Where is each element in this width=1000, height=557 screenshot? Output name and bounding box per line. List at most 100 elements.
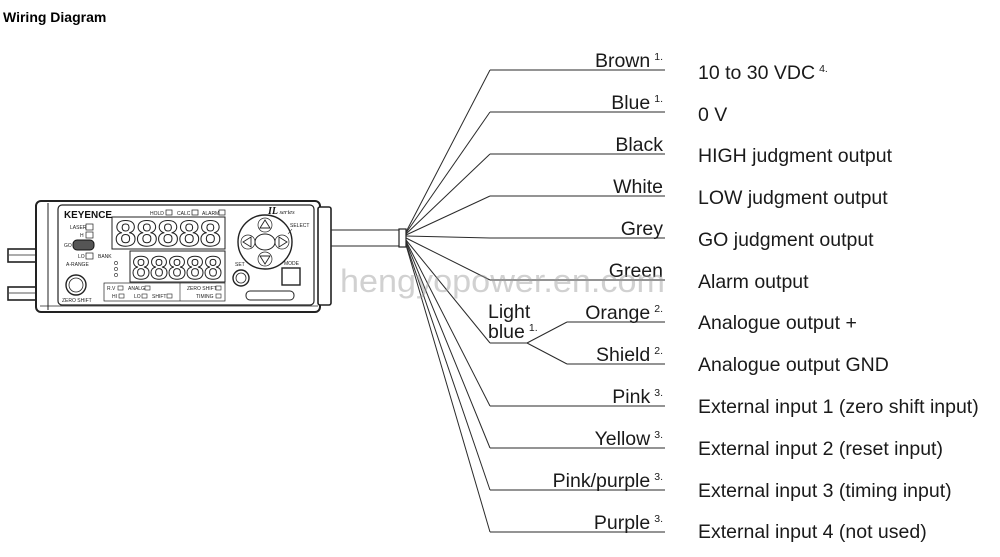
wire-lead bbox=[405, 243, 491, 491]
front-panel bbox=[57, 204, 315, 306]
footnote-ref: 3. bbox=[654, 387, 663, 399]
go-label: GO bbox=[64, 243, 72, 249]
footnote-ref: 1. bbox=[529, 322, 538, 334]
wire-color-name: Pink/purple bbox=[553, 470, 651, 492]
high-indicator bbox=[85, 231, 94, 239]
wire-function-label: Analogue output + bbox=[698, 312, 857, 334]
main-display-digits: 88888 bbox=[115, 213, 221, 254]
alarm-label: ALARM bbox=[202, 211, 219, 217]
wire-function-label: External input 3 (timing input) bbox=[698, 480, 952, 502]
mode-button-label: MODE bbox=[284, 261, 300, 267]
direction-pad bbox=[237, 214, 293, 270]
down-arrow-icon bbox=[259, 255, 271, 265]
zero-shift-indicator bbox=[215, 285, 222, 291]
bank-indicator bbox=[114, 267, 118, 271]
zero-shift-button-label: ZERO SHIFT bbox=[62, 298, 92, 304]
wire-function-label: External input 1 (zero shift input) bbox=[698, 396, 979, 418]
wire-lead bbox=[405, 239, 491, 344]
wire-color-label: White bbox=[613, 176, 663, 198]
wire-color-name: Brown bbox=[595, 50, 650, 72]
mode-button bbox=[281, 267, 301, 286]
right-key bbox=[274, 234, 290, 250]
set-button-inner bbox=[235, 272, 247, 284]
zero-shift-button-inner bbox=[68, 277, 84, 293]
wire-function-text: 10 to 30 VDC bbox=[698, 62, 815, 84]
wire-function-label: GO judgment output bbox=[698, 229, 874, 251]
wire-function-label: 0 V bbox=[698, 104, 727, 126]
wire-lead bbox=[405, 69, 491, 233]
wire-color-label: Green bbox=[609, 260, 663, 282]
wire-function-label: HIGH judgment output bbox=[698, 145, 893, 167]
footnote-ref: 3. bbox=[654, 429, 663, 441]
branch-orange bbox=[526, 321, 568, 344]
wire-row-pink: Pink 3. External input 1 (zero shift inpu… bbox=[405, 240, 979, 418]
hold-label: HOLD bbox=[150, 211, 164, 217]
shift-label: SHIFT bbox=[152, 294, 166, 300]
rv-indicator bbox=[117, 285, 124, 291]
wire-color-label: Black bbox=[615, 134, 663, 156]
footnote-ref: 3. bbox=[654, 471, 663, 483]
select-pointer bbox=[287, 228, 293, 235]
footnote-ref: 3. bbox=[654, 513, 663, 525]
hi-indicator bbox=[118, 293, 125, 299]
hold-indicator bbox=[165, 209, 173, 216]
wire-row-grey: Grey GO judgment output bbox=[405, 218, 874, 251]
page-title: Wiring Diagram bbox=[3, 9, 106, 25]
main-display bbox=[111, 216, 226, 250]
wire-color-name: Pink bbox=[612, 386, 650, 408]
zero-shift-label: ZERO SHIFT bbox=[187, 286, 217, 292]
bottom-label-box bbox=[103, 282, 226, 302]
footnote-ref: 2. bbox=[654, 345, 663, 357]
analg-label: ANALG bbox=[128, 286, 145, 292]
wire-lead bbox=[405, 244, 491, 533]
set-button-label: SET bbox=[235, 262, 245, 268]
wire-row-green: Green Alarm output bbox=[405, 237, 809, 293]
footnote-ref: 1. bbox=[654, 51, 663, 63]
wire-color-name: Shield bbox=[596, 344, 650, 366]
wire-function-label: External input 4 (not used) bbox=[698, 521, 927, 543]
wire-lead bbox=[405, 240, 491, 407]
wire-lead bbox=[405, 153, 491, 235]
low-label: LO bbox=[78, 254, 85, 260]
group-label-text: blue bbox=[488, 321, 525, 343]
wire-lead bbox=[405, 235, 491, 239]
wire-function-label: Alarm output bbox=[698, 271, 809, 293]
hi-label: HI bbox=[112, 294, 117, 300]
right-arrow-icon bbox=[278, 236, 288, 248]
bank-label: BANK bbox=[98, 254, 112, 260]
cable bbox=[331, 228, 407, 248]
footnote-ref: 1. bbox=[654, 93, 663, 105]
set-button bbox=[232, 269, 250, 287]
wire-function-label: External input 2 (reset input) bbox=[698, 438, 943, 460]
timing-label: TIMING bbox=[196, 294, 214, 300]
high-label: H bbox=[80, 233, 84, 239]
series-model: IL bbox=[267, 206, 278, 217]
rv-label: R.V bbox=[107, 286, 116, 292]
cable-end bbox=[398, 228, 407, 248]
laser-label: LASER bbox=[70, 225, 87, 231]
go-indicator bbox=[72, 239, 95, 251]
wire-color-label: Pink 3. bbox=[612, 386, 663, 408]
sub-display bbox=[129, 250, 226, 283]
down-key bbox=[257, 251, 273, 267]
wire-color-label: Shield 2. bbox=[596, 344, 663, 366]
left-key bbox=[240, 234, 256, 250]
footnote-ref: 2. bbox=[654, 303, 663, 315]
series-word: series bbox=[280, 209, 296, 216]
group-label-line1: Light bbox=[488, 301, 531, 323]
wire-lead bbox=[405, 195, 491, 236]
